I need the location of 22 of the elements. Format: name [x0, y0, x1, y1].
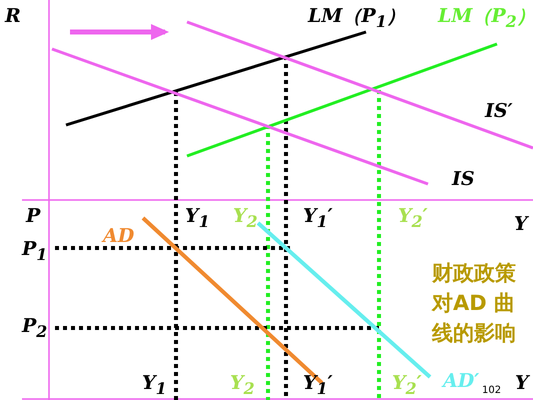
- curve-label: IS′: [485, 100, 513, 122]
- curve-label: LM（P$_{1}$）: [308, 5, 406, 33]
- tick-label: P$_{2}$: [22, 315, 48, 343]
- axis-label: R: [5, 5, 21, 27]
- tick-label: Y$_{2}$: [233, 205, 258, 233]
- tick-label: Y$_{1}$: [142, 372, 167, 400]
- curve-label: AD: [103, 225, 134, 247]
- tick-label: Y$_{1}$: [185, 205, 210, 233]
- curve-label: LM（P$_{2}$）: [438, 5, 533, 33]
- axis-label: P: [26, 205, 40, 227]
- curve-label: AD′: [443, 370, 480, 392]
- tick-label: Y$_{1}$′: [303, 372, 333, 400]
- curve-label: IS: [452, 168, 475, 190]
- tick-label: Y$_{2}$: [230, 372, 255, 400]
- tick-label: P$_{1}$: [22, 238, 48, 266]
- axis-label: Y: [515, 372, 529, 394]
- caption-text: 财政政策对AD 曲线的影响: [432, 260, 517, 347]
- tick-label: Y$_{1}$′: [303, 205, 333, 233]
- axis-label: Y: [514, 213, 528, 235]
- page-number: 102: [482, 384, 502, 398]
- tick-label: Y$_{2}$′: [392, 372, 422, 400]
- tick-label: Y$_{2}$′: [398, 205, 428, 233]
